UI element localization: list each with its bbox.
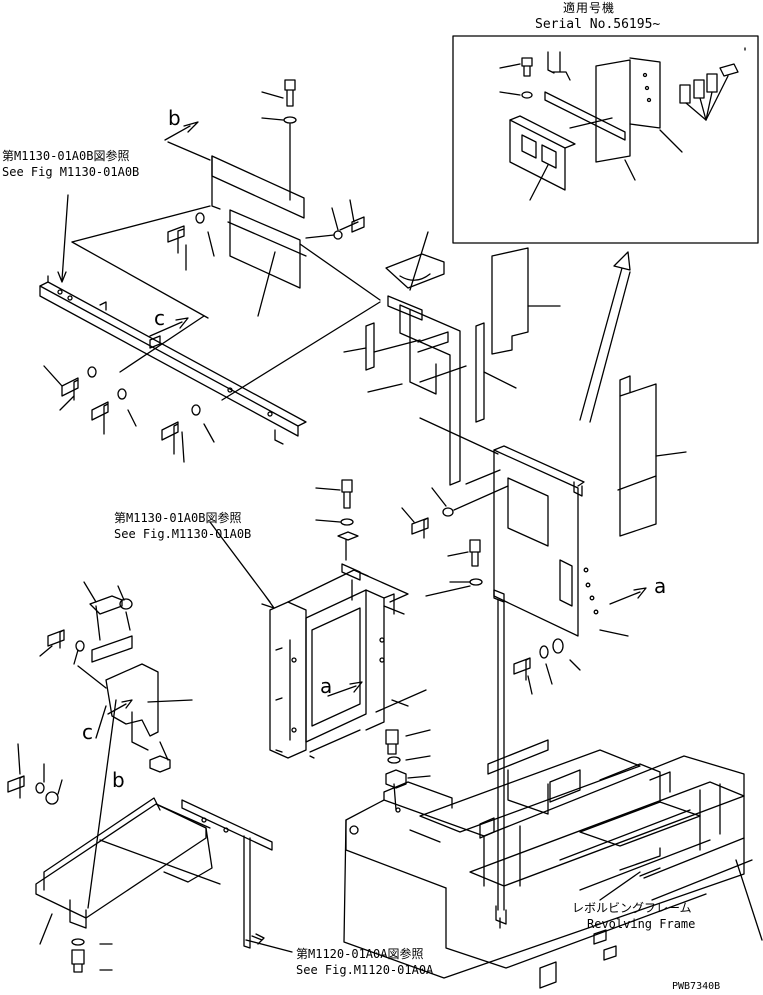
frame-label-en: Revolving Frame [587,917,696,931]
letter-b-left: b [112,768,125,792]
letter-c-mid: c [154,306,165,330]
long-beam [39,194,381,463]
inset-serial: Serial No.56195~ [535,17,661,32]
ref1-en: See Fig M1130-01A0B [2,165,140,179]
upper-cover-assembly [71,79,381,319]
drawing-code: PWB7340B [672,981,721,992]
ref1-jp: 第M1130-01A0B図参照 [2,149,130,163]
letter-c-left: c [82,720,93,744]
revolving-frame [343,729,763,989]
inset-box [452,35,759,244]
inset-arrow [579,251,631,423]
ref2-en: See Fig.M1130-01A0B [114,527,252,541]
inset-title-jp: 適用号機 [563,1,616,15]
main-bracket [401,375,687,911]
letter-b-top: b [168,106,181,130]
bottom-left-plate [7,743,293,973]
window-frame [209,479,427,759]
frame-label-jp: レボルビングフレーム [572,901,692,915]
left-bracket-group [39,581,193,909]
ref3-jp: 第M1120-01A0A図参照 [296,947,424,961]
center-panels [343,231,561,486]
letter-a-right: a [654,574,667,598]
ref2-jp: 第M1130-01A0B図参照 [114,511,242,525]
letter-a-center: a [320,674,333,698]
ref3-en: See Fig.M1120-01A0A [296,963,434,977]
